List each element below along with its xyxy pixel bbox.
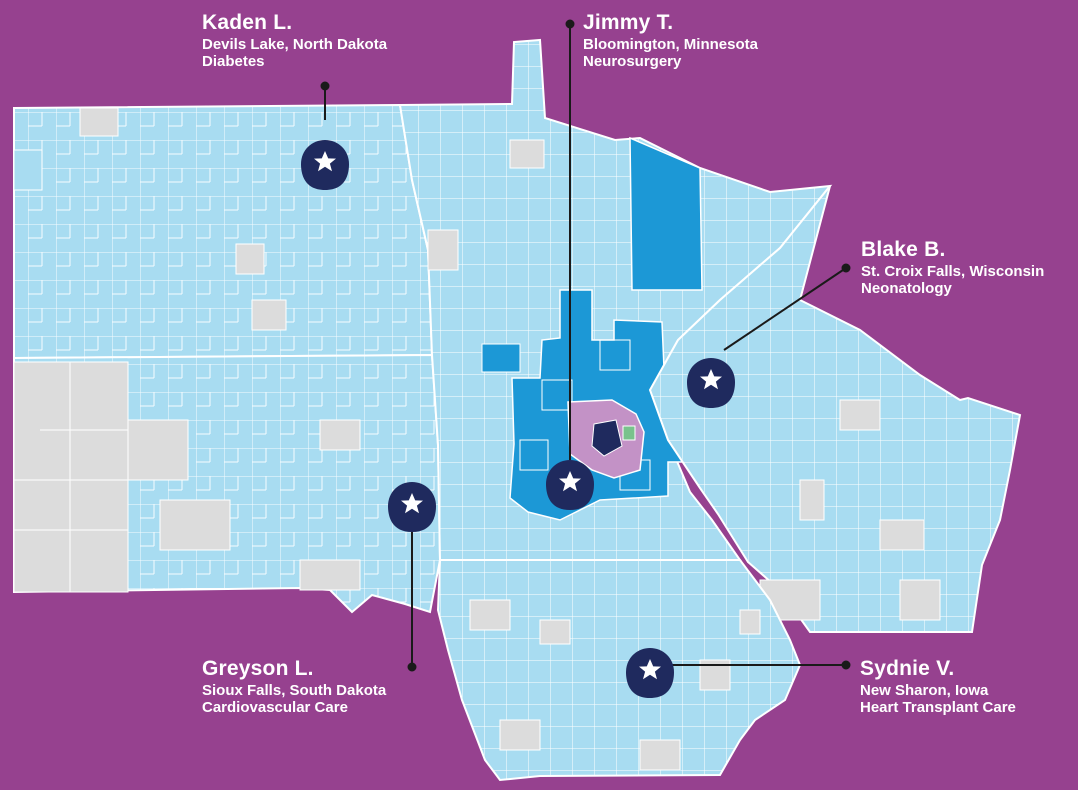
state-wisconsin [648, 185, 1022, 633]
map-pin-jimmy[interactable] [546, 460, 594, 510]
patient-specialty: Cardiovascular Care [202, 699, 348, 717]
state-south-dakota [13, 353, 442, 614]
patient-name: Sydnie V. [860, 657, 955, 680]
map-pin-blake[interactable] [687, 358, 735, 408]
map-pin-kaden[interactable] [301, 140, 349, 190]
patient-name: Kaden L. [202, 11, 293, 34]
patient-location: New Sharon, Iowa [860, 681, 989, 699]
patient-specialty: Heart Transplant Care [860, 699, 1016, 717]
patient-specialty: Neonatology [861, 280, 952, 298]
patient-specialty: Diabetes [202, 53, 265, 71]
leader-lines [320, 19, 851, 672]
map-pin-sydnie[interactable] [626, 648, 674, 698]
state-iowa [436, 559, 802, 782]
patient-label-jimmy: Jimmy T. Bloomington, Minnesota Neurosur… [583, 11, 758, 71]
patient-name: Blake B. [861, 238, 946, 261]
patient-location: St. Croix Falls, Wisconsin [861, 262, 1045, 280]
map-pin-greyson[interactable] [388, 482, 436, 532]
patient-location: Devils Lake, North Dakota [202, 35, 388, 53]
patient-label-greyson: Greyson L. Sioux Falls, South Dakota Car… [202, 657, 386, 717]
patient-name: Greyson L. [202, 657, 314, 680]
patient-specialty: Neurosurgery [583, 53, 682, 71]
patient-label-sydnie: Sydnie V. New Sharon, Iowa Heart Transpl… [860, 657, 1016, 717]
patient-name: Jimmy T. [583, 11, 674, 34]
patient-location: Sioux Falls, South Dakota [202, 681, 387, 699]
state-minnesota [398, 38, 833, 561]
patient-label-blake: Blake B. St. Croix Falls, Wisconsin Neon… [861, 238, 1044, 298]
state-north-dakota [13, 103, 434, 360]
leader-line-blake [723, 267, 847, 351]
patient-location: Bloomington, Minnesota [583, 35, 758, 53]
patient-label-kaden: Kaden L. Devils Lake, North Dakota Diabe… [202, 11, 387, 71]
